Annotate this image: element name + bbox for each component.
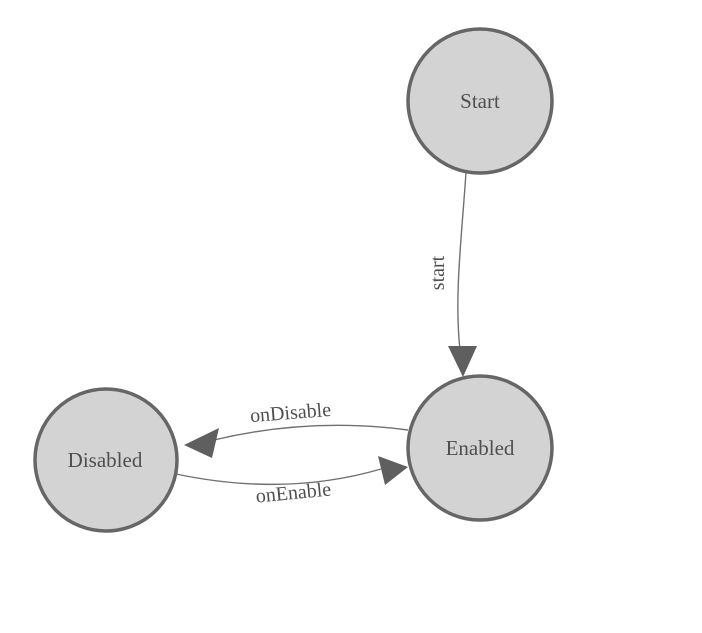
edge-label-start: start: [427, 255, 449, 290]
state-node-enabled: Enabled: [406, 374, 554, 522]
edge-start-transition: start: [427, 171, 477, 377]
edge-on-disable: onDisable: [184, 399, 409, 458]
edge-label-on-disable: onDisable: [249, 399, 332, 427]
state-circle-start[interactable]: [406, 27, 554, 175]
arrowhead-into-enabled-left: [378, 456, 408, 485]
arrowhead-into-enabled-top: [448, 346, 477, 377]
state-circle-enabled[interactable]: [406, 374, 554, 522]
edge-on-enable: onEnable: [175, 456, 408, 508]
edge-on-enable-line[interactable]: [175, 468, 382, 486]
state-label-enabled: Enabled: [446, 436, 515, 460]
edge-label-on-enable: onEnable: [255, 478, 332, 507]
state-node-start: Start: [406, 27, 554, 175]
arrowhead-into-disabled: [184, 428, 219, 458]
edge-on-disable-line[interactable]: [213, 424, 409, 441]
state-node-disabled: Disabled: [33, 387, 179, 533]
state-label-start: Start: [460, 89, 500, 113]
state-label-disabled: Disabled: [68, 448, 143, 472]
edge-start-line[interactable]: [457, 171, 467, 351]
state-circle-disabled[interactable]: [33, 387, 179, 533]
